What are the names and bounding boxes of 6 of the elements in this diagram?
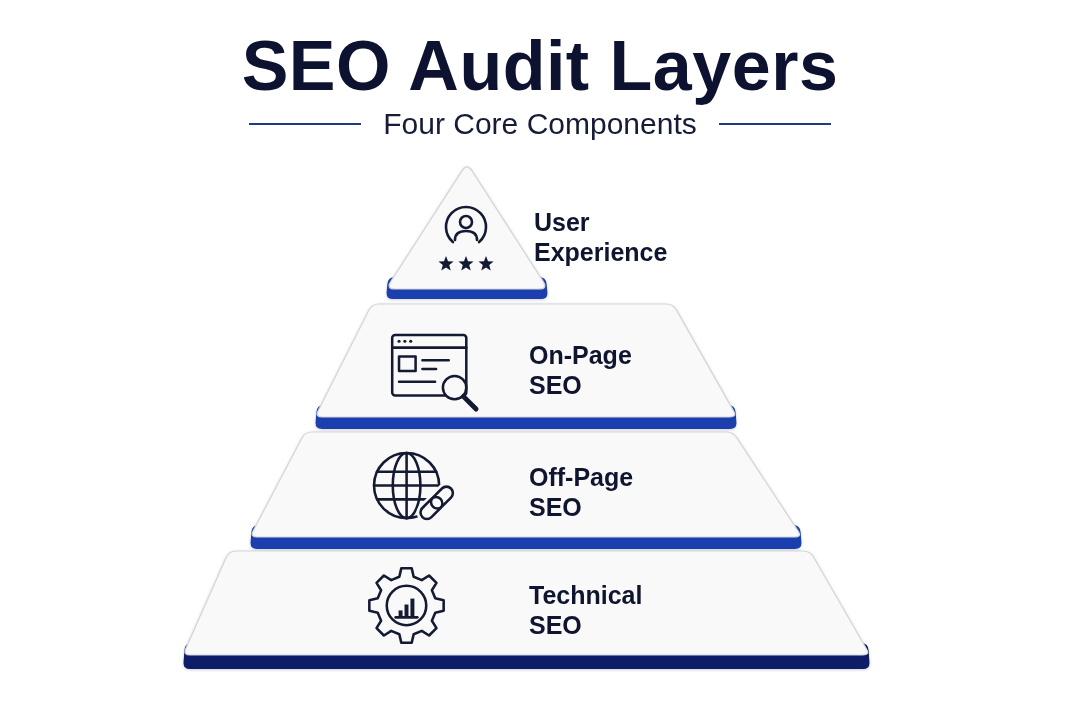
title: SEO Audit Layers (241, 28, 839, 104)
layer-label: Off-Page SEO (529, 462, 635, 522)
layer-label: User Experience (534, 207, 669, 267)
layer-label: Technical SEO (529, 580, 644, 640)
layer-label: On-Page SEO (529, 340, 633, 400)
subtitle: Four Core Components (383, 106, 697, 142)
